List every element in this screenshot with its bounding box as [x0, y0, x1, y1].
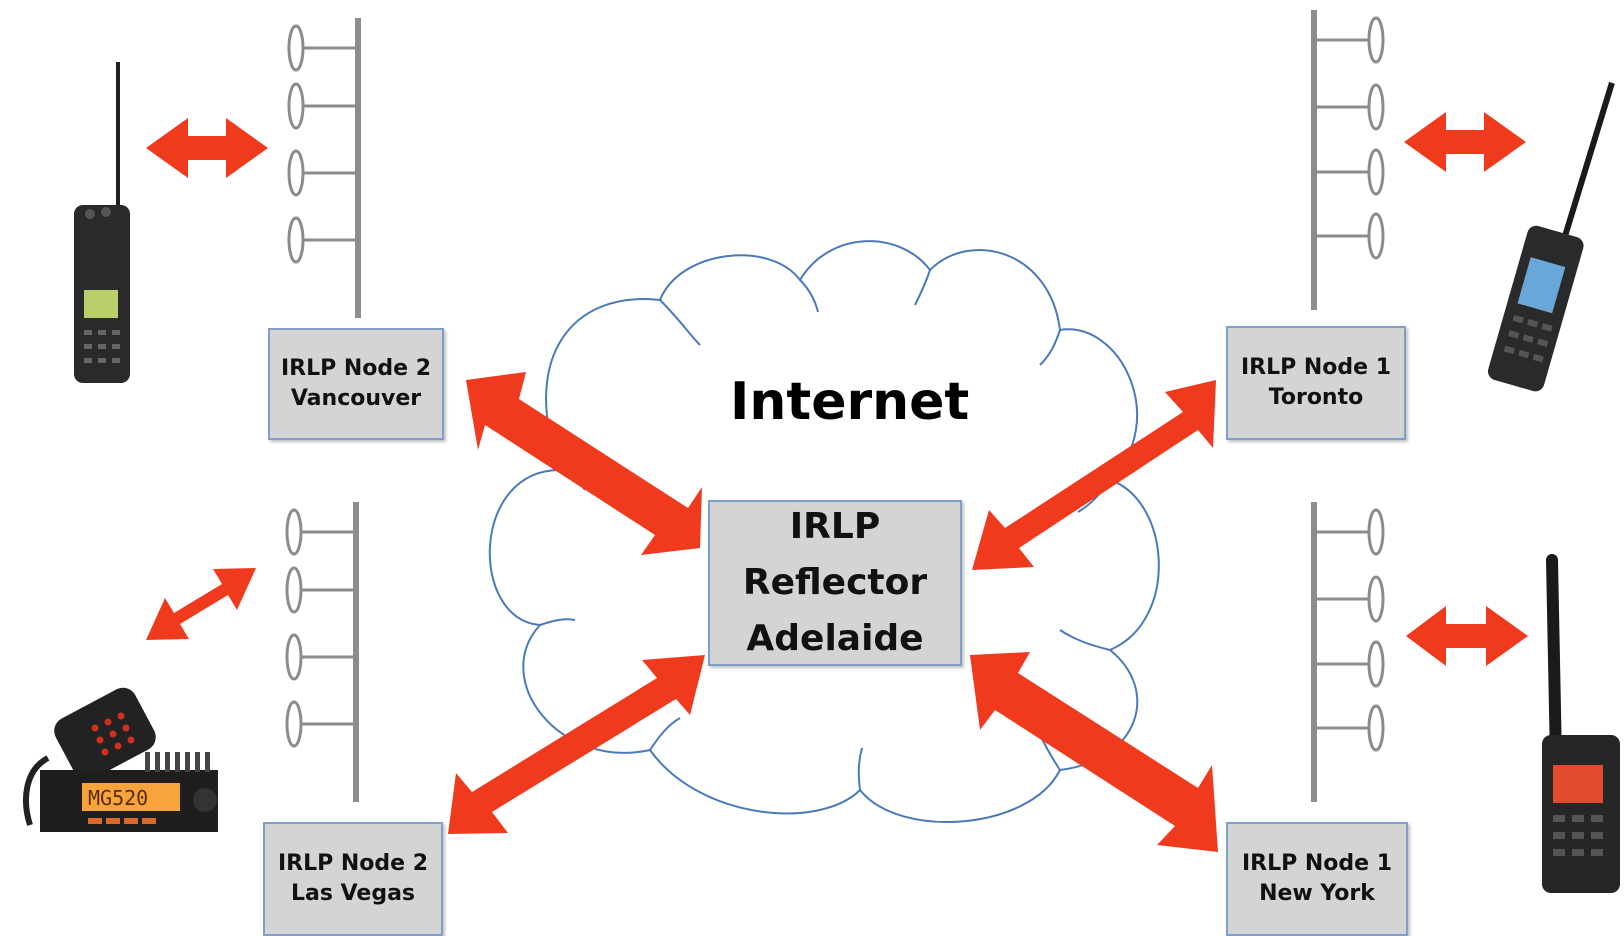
reflector-line2: Reflector [742, 562, 928, 604]
reflector-line1: IRLP [789, 506, 881, 548]
node-vancouver-line2: Vancouver [290, 386, 422, 411]
arrow-lasvegas-reflector [448, 655, 705, 834]
node-box-toronto: IRLP Node 1 Toronto [1226, 326, 1406, 440]
antenna-mast-toronto [1314, 10, 1383, 310]
node-las-vegas-line2: Las Vegas [290, 881, 416, 906]
node-new-york-line2: New York [1259, 881, 1375, 906]
arrow-newyork-reflector [970, 652, 1218, 852]
node-box-vancouver: IRLP Node 2 Vancouver [268, 328, 444, 440]
internet-label: Internet [730, 372, 970, 432]
arrow-vancouver-reflector [466, 372, 702, 555]
node-vancouver-line1: IRLP Node 2 [280, 356, 432, 382]
arrow-radio-toronto [1404, 112, 1526, 172]
reflector-line3: Adelaide [746, 617, 924, 659]
arrow-radio-vancouver [146, 118, 268, 178]
arrow-radio-newyork [1406, 606, 1528, 666]
antenna-mast-vancouver [289, 18, 358, 318]
arrow-radio-lasvegas [146, 568, 256, 640]
mobile-radio-icon: MG520 [23, 687, 218, 832]
node-toronto-line1: IRLP Node 1 [1240, 355, 1392, 381]
node-toronto-line2: Toronto [1268, 385, 1364, 410]
node-box-las-vegas: IRLP Node 2 Las Vegas [263, 822, 443, 936]
node-las-vegas-line1: IRLP Node 2 [277, 851, 429, 877]
antenna-mast-new-york [1314, 502, 1383, 802]
mobile-radio-display: MG520 [88, 786, 148, 810]
arrow-toronto-reflector [972, 380, 1216, 570]
node-new-york-line1: IRLP Node 1 [1241, 851, 1393, 877]
reflector-box: IRLP Reflector Adelaide [708, 500, 962, 666]
handheld-radio-icon [1542, 554, 1620, 893]
handheld-radio-icon [1487, 81, 1615, 392]
antenna-mast-las-vegas [287, 502, 356, 802]
node-box-new-york: IRLP Node 1 New York [1226, 822, 1408, 936]
handheld-radio-icon [74, 62, 130, 383]
